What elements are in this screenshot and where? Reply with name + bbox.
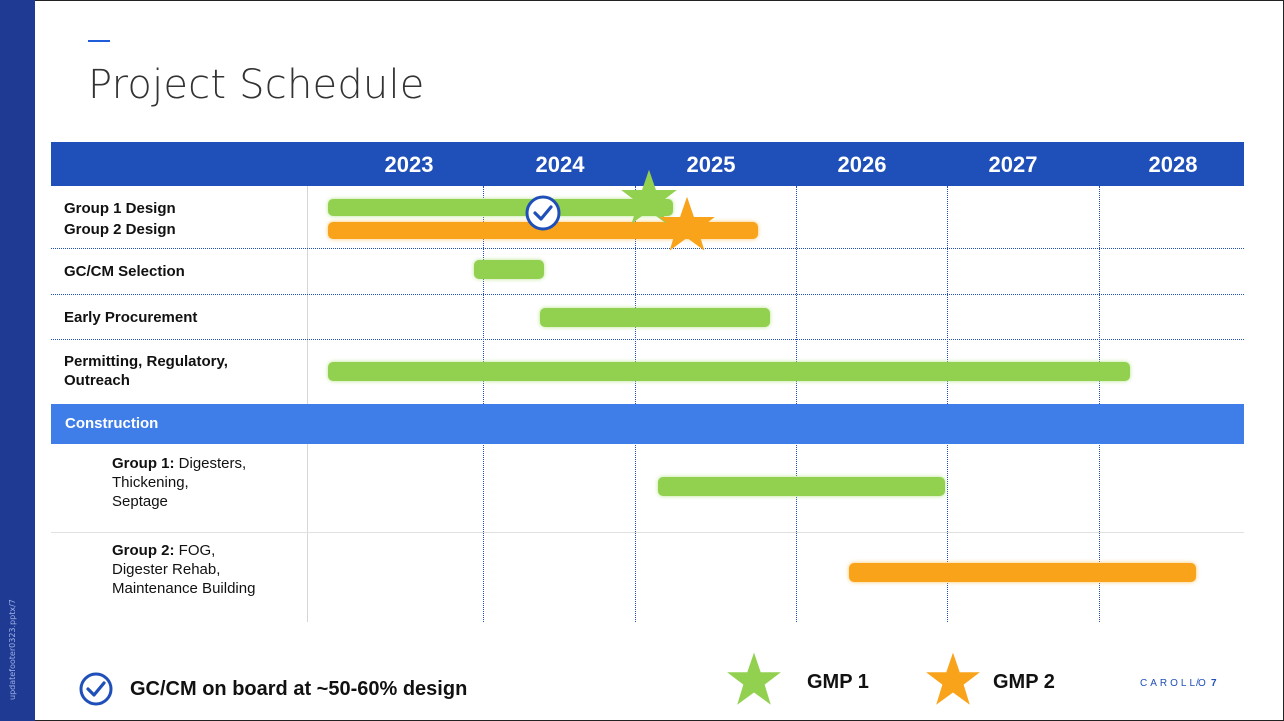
row-label-group1-design: Group 1 Design xyxy=(64,200,176,217)
bar-construction-group2 xyxy=(849,563,1196,582)
bar-permitting xyxy=(328,362,1130,381)
year-2026: 2026 xyxy=(837,152,887,177)
row-label-construction-group1: Group 1: Digesters, Thickening, Septage xyxy=(112,455,247,510)
brand-carollo: CAROLLO xyxy=(1140,678,1209,689)
year-2024: 2024 xyxy=(535,152,585,177)
grid-hline xyxy=(51,248,1244,249)
row-label-early-procurement: Early Procurement xyxy=(64,309,198,326)
bar-early-procurement xyxy=(540,308,770,327)
row-label-construction-group2: Group 2: FOG, Digester Rehab, Maintenanc… xyxy=(112,542,256,597)
bar-construction-group1 xyxy=(658,477,945,496)
construction-label: Construction xyxy=(65,415,159,432)
legend-gmp1: GMP 1 xyxy=(807,671,869,693)
grid-hline xyxy=(51,339,1244,340)
check-circle-icon xyxy=(525,195,561,231)
legend-star-icon-orange xyxy=(926,652,980,705)
bar-group1-design xyxy=(328,199,673,216)
row-label-permitting: Permitting, Regulatory, Outreach xyxy=(64,353,228,389)
year-2025: 2025 xyxy=(686,152,736,177)
grid-hline xyxy=(51,532,1244,533)
year-2028: 2028 xyxy=(1148,152,1198,177)
page-number: 7 xyxy=(1211,678,1217,689)
legend-star-icon-green xyxy=(727,652,781,705)
footer-separator: / xyxy=(1196,678,1199,689)
check-circle-icon xyxy=(79,672,113,706)
legend-gccm-note: GC/CM on board at ~50-60% design xyxy=(130,678,468,700)
title-accent-dash xyxy=(88,40,110,42)
slide-left-accent-bar xyxy=(0,0,35,721)
gantt-chart: 2023 2024 2025 2026 2027 2028 Constructi… xyxy=(51,142,1244,622)
gmp1-star-icon xyxy=(621,169,677,224)
year-2027: 2027 xyxy=(988,152,1038,177)
row-label-group2-design: Group 2 Design xyxy=(64,221,176,238)
legend-gmp2: GMP 2 xyxy=(993,671,1055,693)
year-2023: 2023 xyxy=(384,152,434,177)
construction-section-header: Construction xyxy=(51,404,1244,444)
gmp2-star-icon xyxy=(659,196,715,251)
row-label-gccm-selection: GC/CM Selection xyxy=(64,263,185,280)
grid-hline xyxy=(51,294,1244,295)
footer-vertical-text: updatefooter0323.pptx/7 xyxy=(8,599,17,700)
page-title: Project Schedule xyxy=(88,62,425,108)
bar-gccm-selection xyxy=(474,260,544,279)
